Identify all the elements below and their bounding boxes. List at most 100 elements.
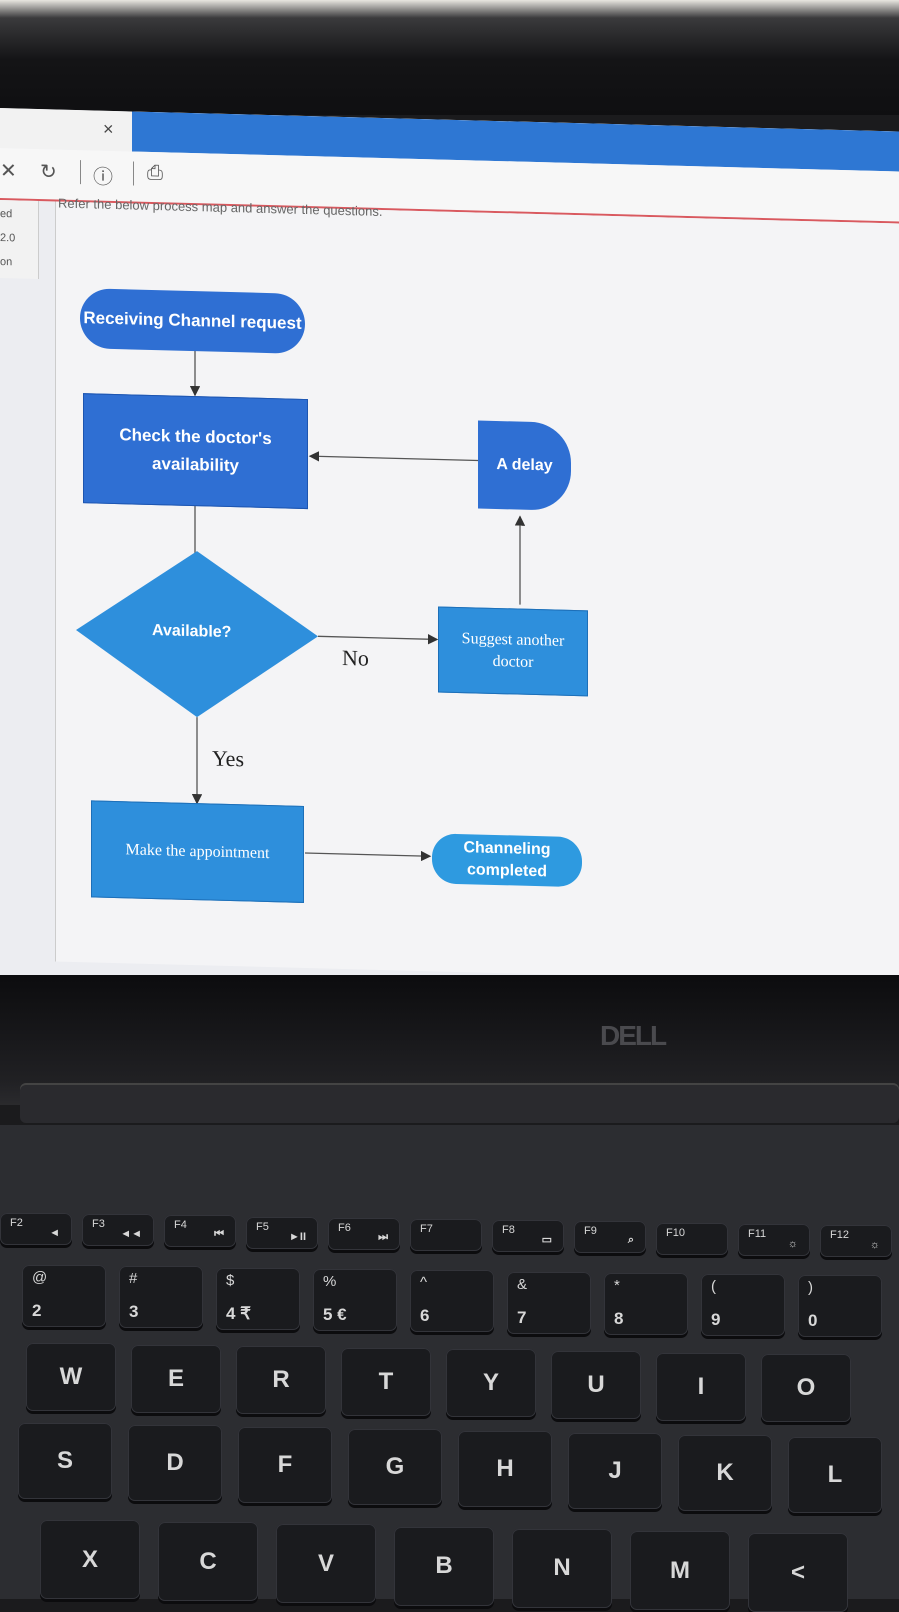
key-label-bottom: ⌕ — [627, 1234, 634, 1247]
key-label: Y — [482, 1369, 499, 1397]
function-key[interactable]: F9 ⌕ — [574, 1221, 646, 1254]
key-label: N — [553, 1554, 571, 1582]
number-key[interactable]: (9 — [701, 1274, 785, 1337]
key-label-top: F3 — [92, 1218, 105, 1231]
letter-key[interactable]: U — [551, 1351, 641, 1419]
key-label: L — [827, 1461, 843, 1488]
key-label-top: & — [517, 1275, 528, 1293]
start-node: Receiving Channel request — [80, 288, 305, 354]
letter-key[interactable]: B — [394, 1526, 494, 1606]
function-key[interactable]: F6 ⏭ — [328, 1217, 400, 1250]
letter-key[interactable]: J — [568, 1433, 662, 1509]
letter-key[interactable]: L — [788, 1437, 882, 1513]
number-key[interactable]: )0 — [798, 1275, 882, 1338]
key-label-bottom: ◄ — [49, 1227, 60, 1239]
letter-key[interactable]: N — [512, 1528, 612, 1608]
letter-key[interactable]: K — [678, 1435, 772, 1511]
number-key[interactable]: #3 — [119, 1266, 203, 1329]
number-key[interactable]: $4 ₹ — [216, 1267, 300, 1330]
letter-key[interactable]: S — [18, 1423, 112, 1499]
no-label: No — [342, 644, 369, 671]
laptop-top-bezel — [0, 0, 899, 115]
letter-key[interactable]: E — [131, 1344, 221, 1413]
key-label-bottom: 7 — [517, 1307, 527, 1327]
letter-key[interactable]: Y — [446, 1349, 536, 1418]
key-label-top: * — [614, 1276, 620, 1294]
key-label-top: ) — [808, 1279, 813, 1297]
function-key[interactable]: F12☼ — [820, 1225, 892, 1257]
key-label: B — [435, 1552, 453, 1580]
letter-key[interactable]: X — [40, 1520, 140, 1599]
key-label-top: F6 — [338, 1221, 351, 1234]
key-label-top: F4 — [174, 1219, 187, 1232]
number-key[interactable]: %5 € — [313, 1268, 397, 1331]
function-key[interactable]: F7 — [410, 1219, 482, 1251]
function-key[interactable]: F3 ◄◄ — [82, 1214, 154, 1247]
key-label-bottom: 4 ₹ — [226, 1303, 251, 1323]
suggest-doctor-node: Suggest another doctor — [438, 606, 588, 697]
connector-appointment-to-end — [305, 850, 432, 862]
function-key[interactable]: F4⏮ — [164, 1215, 236, 1248]
key-label: D — [166, 1449, 184, 1476]
number-key[interactable]: &7 — [507, 1271, 591, 1334]
key-label-bottom: ⏭ — [378, 1230, 388, 1243]
letter-key[interactable]: G — [348, 1429, 442, 1505]
function-key[interactable]: F8▭ — [492, 1220, 564, 1253]
key-label: T — [378, 1367, 394, 1395]
connector-no-to-suggest — [318, 634, 439, 645]
letter-key[interactable]: O — [761, 1354, 851, 1423]
key-label: I — [697, 1372, 705, 1400]
key-label-top: F9 — [584, 1225, 597, 1238]
function-key[interactable]: F2 ◄ — [0, 1213, 72, 1245]
key-label: C — [199, 1547, 217, 1575]
letter-key[interactable]: R — [236, 1346, 326, 1415]
flowchart-connectors — [76, 349, 526, 862]
decision-diamond — [76, 551, 318, 718]
connector-delay-to-check — [308, 451, 478, 462]
key-label-top: @ — [32, 1269, 48, 1286]
letter-key[interactable]: V — [276, 1524, 376, 1604]
key-label-bottom: 9 — [711, 1310, 721, 1330]
function-key[interactable]: F11☼ — [738, 1223, 810, 1256]
letter-key[interactable]: D — [128, 1425, 222, 1501]
letter-key[interactable]: < — [748, 1533, 848, 1612]
key-label-top: F2 — [10, 1217, 23, 1229]
letter-key[interactable]: T — [341, 1347, 431, 1416]
key-label-top: # — [129, 1270, 138, 1288]
letter-key[interactable]: C — [158, 1522, 258, 1602]
key-label-bottom: 0 — [808, 1311, 818, 1331]
key-label-top: F11 — [748, 1227, 767, 1240]
key-label-top: ( — [711, 1278, 716, 1296]
key-label: O — [796, 1374, 816, 1402]
letter-key[interactable]: F — [238, 1427, 332, 1503]
check-availability-node: Check the doctor's availability — [83, 393, 308, 510]
letter-key[interactable]: I — [656, 1352, 746, 1421]
yes-label: Yes — [212, 745, 245, 772]
letter-key[interactable]: M — [630, 1531, 730, 1610]
key-label: E — [167, 1364, 184, 1392]
number-key[interactable]: *8 — [604, 1272, 688, 1335]
delay-node: A delay — [478, 420, 571, 511]
function-key[interactable]: F10 — [656, 1222, 728, 1255]
key-label: R — [272, 1366, 290, 1394]
number-key[interactable]: ^6 — [410, 1270, 494, 1333]
number-key[interactable]: @2 — [22, 1265, 106, 1327]
laptop-screen: × ✕ ↻ ⓘ ⎙ ed 2.0 on Refer the below proc… — [0, 108, 899, 1012]
key-label: U — [587, 1371, 605, 1398]
letter-key[interactable]: W — [26, 1343, 116, 1411]
key-label: S — [56, 1447, 73, 1474]
key-label-bottom: 2 — [32, 1301, 42, 1320]
key-label: H — [496, 1455, 514, 1482]
key-label-top: F7 — [420, 1223, 433, 1235]
key-label: K — [716, 1459, 734, 1486]
key-label: < — [790, 1558, 805, 1586]
key-label-bottom: ◄◄ — [120, 1228, 142, 1241]
letter-key[interactable]: H — [458, 1431, 552, 1507]
key-label-top: F12 — [830, 1229, 849, 1241]
laptop-hinge — [20, 1083, 899, 1123]
function-key[interactable]: F5►II — [246, 1216, 318, 1249]
key-label-top: $ — [226, 1271, 235, 1289]
key-label: W — [59, 1363, 83, 1390]
key-label-bottom: 5 € — [323, 1304, 347, 1324]
